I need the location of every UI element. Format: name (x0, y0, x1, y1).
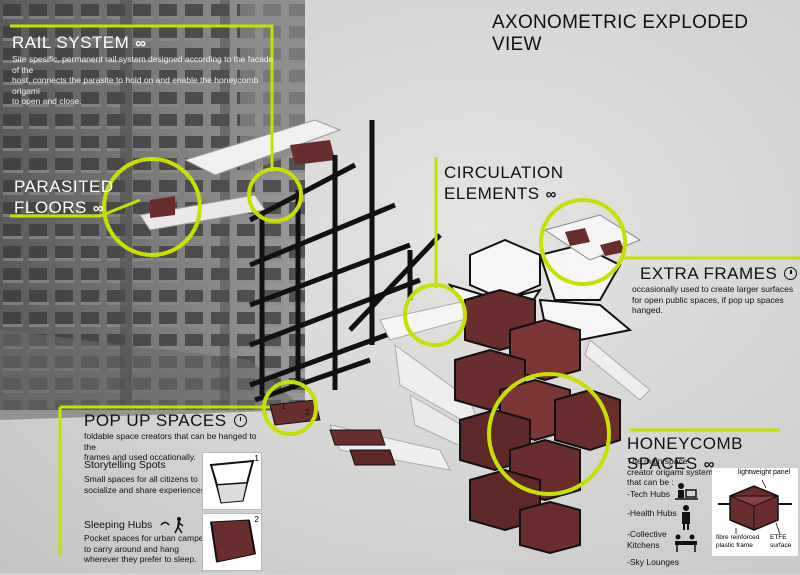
popup-modules (269, 399, 396, 466)
clock-icon (233, 414, 247, 427)
parasited-floor-slabs (139, 119, 342, 231)
etfe-label: ETFE surface (770, 534, 791, 550)
storytelling-description: Small spaces for all citizens to sociali… (84, 474, 207, 495)
parasited-line-1: PARASITED (14, 177, 114, 196)
extra-desc-line: for open public spaces, if pop up spaces… (632, 294, 784, 316)
honeycomb-title: HONEYCOMB SPACES (627, 434, 743, 473)
rail-system-description: Site spesific, permanent rail system des… (12, 54, 274, 107)
walking-person-icon (160, 517, 184, 534)
sleeping-illustration (210, 519, 256, 563)
extra-frames-heading: EXTRA FRAMES (640, 264, 798, 284)
honeycomb-use-kitchen: -Collective (627, 529, 667, 539)
sleep-line: to carry around and hang (84, 543, 179, 554)
sleeping-description: Pocket spaces for urban campers to carry… (84, 533, 211, 565)
honeycomb-intro: The main space creator origami system th… (627, 456, 717, 488)
rail-desc-line: to open and close. (12, 96, 82, 106)
infinity-icon: ∞ (545, 186, 557, 203)
rail-desc-line: host, connects the parasite to hold on a… (12, 75, 259, 96)
circulation-line-2: ELEMENTS (444, 184, 540, 203)
rail-system-title: RAIL SYSTEM (12, 33, 130, 52)
honeycomb-use-tech: -Tech Hubs (627, 489, 670, 499)
sleep-line: wherever they prefer to sleep. (84, 554, 197, 564)
circulation-label: CIRCULATION ELEMENTS ∞ (444, 162, 563, 205)
extra-desc-line: occasionally used to create larger surfa… (632, 284, 794, 294)
pop-up-heading: POP UP SPACES (84, 411, 247, 431)
sleeping-hubs-title: Sleeping Hubs (84, 516, 189, 534)
circulation-line-1: CIRCULATION (444, 163, 564, 182)
pop-up-title: POP UP SPACES (84, 411, 227, 430)
honey-intro-line: creator origami system (627, 466, 713, 477)
popup-marker-2: 2 (305, 407, 310, 417)
story-line: Small spaces for all citizens to (84, 474, 198, 484)
popup-desc-line: frames and used occationally. (84, 452, 196, 462)
extra-frames-title: EXTRA FRAMES (640, 264, 778, 283)
honeycomb-heading: HONEYCOMB SPACES∞ (627, 434, 800, 474)
rail-grid (248, 120, 442, 403)
popup-desc-line: foldable space creators that can be hang… (84, 431, 257, 452)
lightweight-panel-label: lightweight panel (738, 469, 791, 476)
infinity-icon: ∞ (703, 456, 715, 473)
extra-frames-module (543, 214, 642, 261)
honeycomb-use-sky: -Sky Lounges (627, 557, 679, 567)
sleep-line: Pocket spaces for urban campers (84, 533, 211, 543)
use-icons (675, 483, 698, 552)
extra-frames-description: occasionally used to create larger surfa… (632, 284, 800, 316)
rail-desc-line: Site spesific, permanent rail system des… (12, 54, 274, 75)
honey-intro-line: that can be : (627, 477, 674, 487)
page-title: AXONOMETRIC EXPLODED VIEW (492, 12, 749, 55)
frame-label: fibre reinforced plastic frame (716, 534, 759, 550)
tech-hub-icon (675, 483, 698, 500)
honeycomb-cells (454, 288, 621, 555)
kitchen-icon (675, 534, 697, 552)
honeycomb-detail-image: lightweight panel fibre reinforced plast… (712, 468, 798, 556)
stairs (329, 299, 651, 471)
etfe-label-2: surface (770, 542, 792, 549)
storytelling-image: 1 (202, 452, 262, 510)
frame-label-1: fibre reinforced (716, 534, 760, 541)
honey-intro-line: The main space (627, 456, 688, 466)
storytelling-title: Storytelling Spots (84, 459, 166, 471)
parasited-line-2: FLOORS (14, 198, 87, 217)
honeycomb-use-health: -Health Hubs (627, 508, 677, 518)
popup-marker-1: 1 (281, 401, 286, 411)
story-line: socialize and share experiences. (84, 484, 208, 495)
etfe-label-1: ETFE (770, 534, 787, 541)
storytelling-illustration (209, 459, 255, 504)
leader-lines (10, 24, 800, 555)
frame-label-2: plastic frame (716, 542, 753, 549)
infinity-icon: ∞ (135, 35, 147, 52)
honeycomb-detail-illustration (718, 479, 792, 535)
health-hub-icon (682, 505, 690, 530)
sleeping-title: Sleeping Hubs (84, 518, 153, 531)
parasited-floors-label: PARASITED FLOORS ∞ (14, 176, 114, 219)
honeycomb-use-kitchen-2: Kitchens (627, 540, 660, 550)
clock-icon (784, 267, 798, 280)
sleeping-image: 2 (202, 513, 262, 571)
infinity-icon: ∞ (92, 200, 105, 217)
thumb-number: 2 (254, 514, 259, 524)
thumb-number: 1 (254, 453, 259, 463)
rail-system-heading: RAIL SYSTEM ∞ (12, 33, 147, 53)
pop-up-description: foldable space creators that can be hang… (84, 431, 264, 463)
highlight-circles (102, 157, 627, 496)
